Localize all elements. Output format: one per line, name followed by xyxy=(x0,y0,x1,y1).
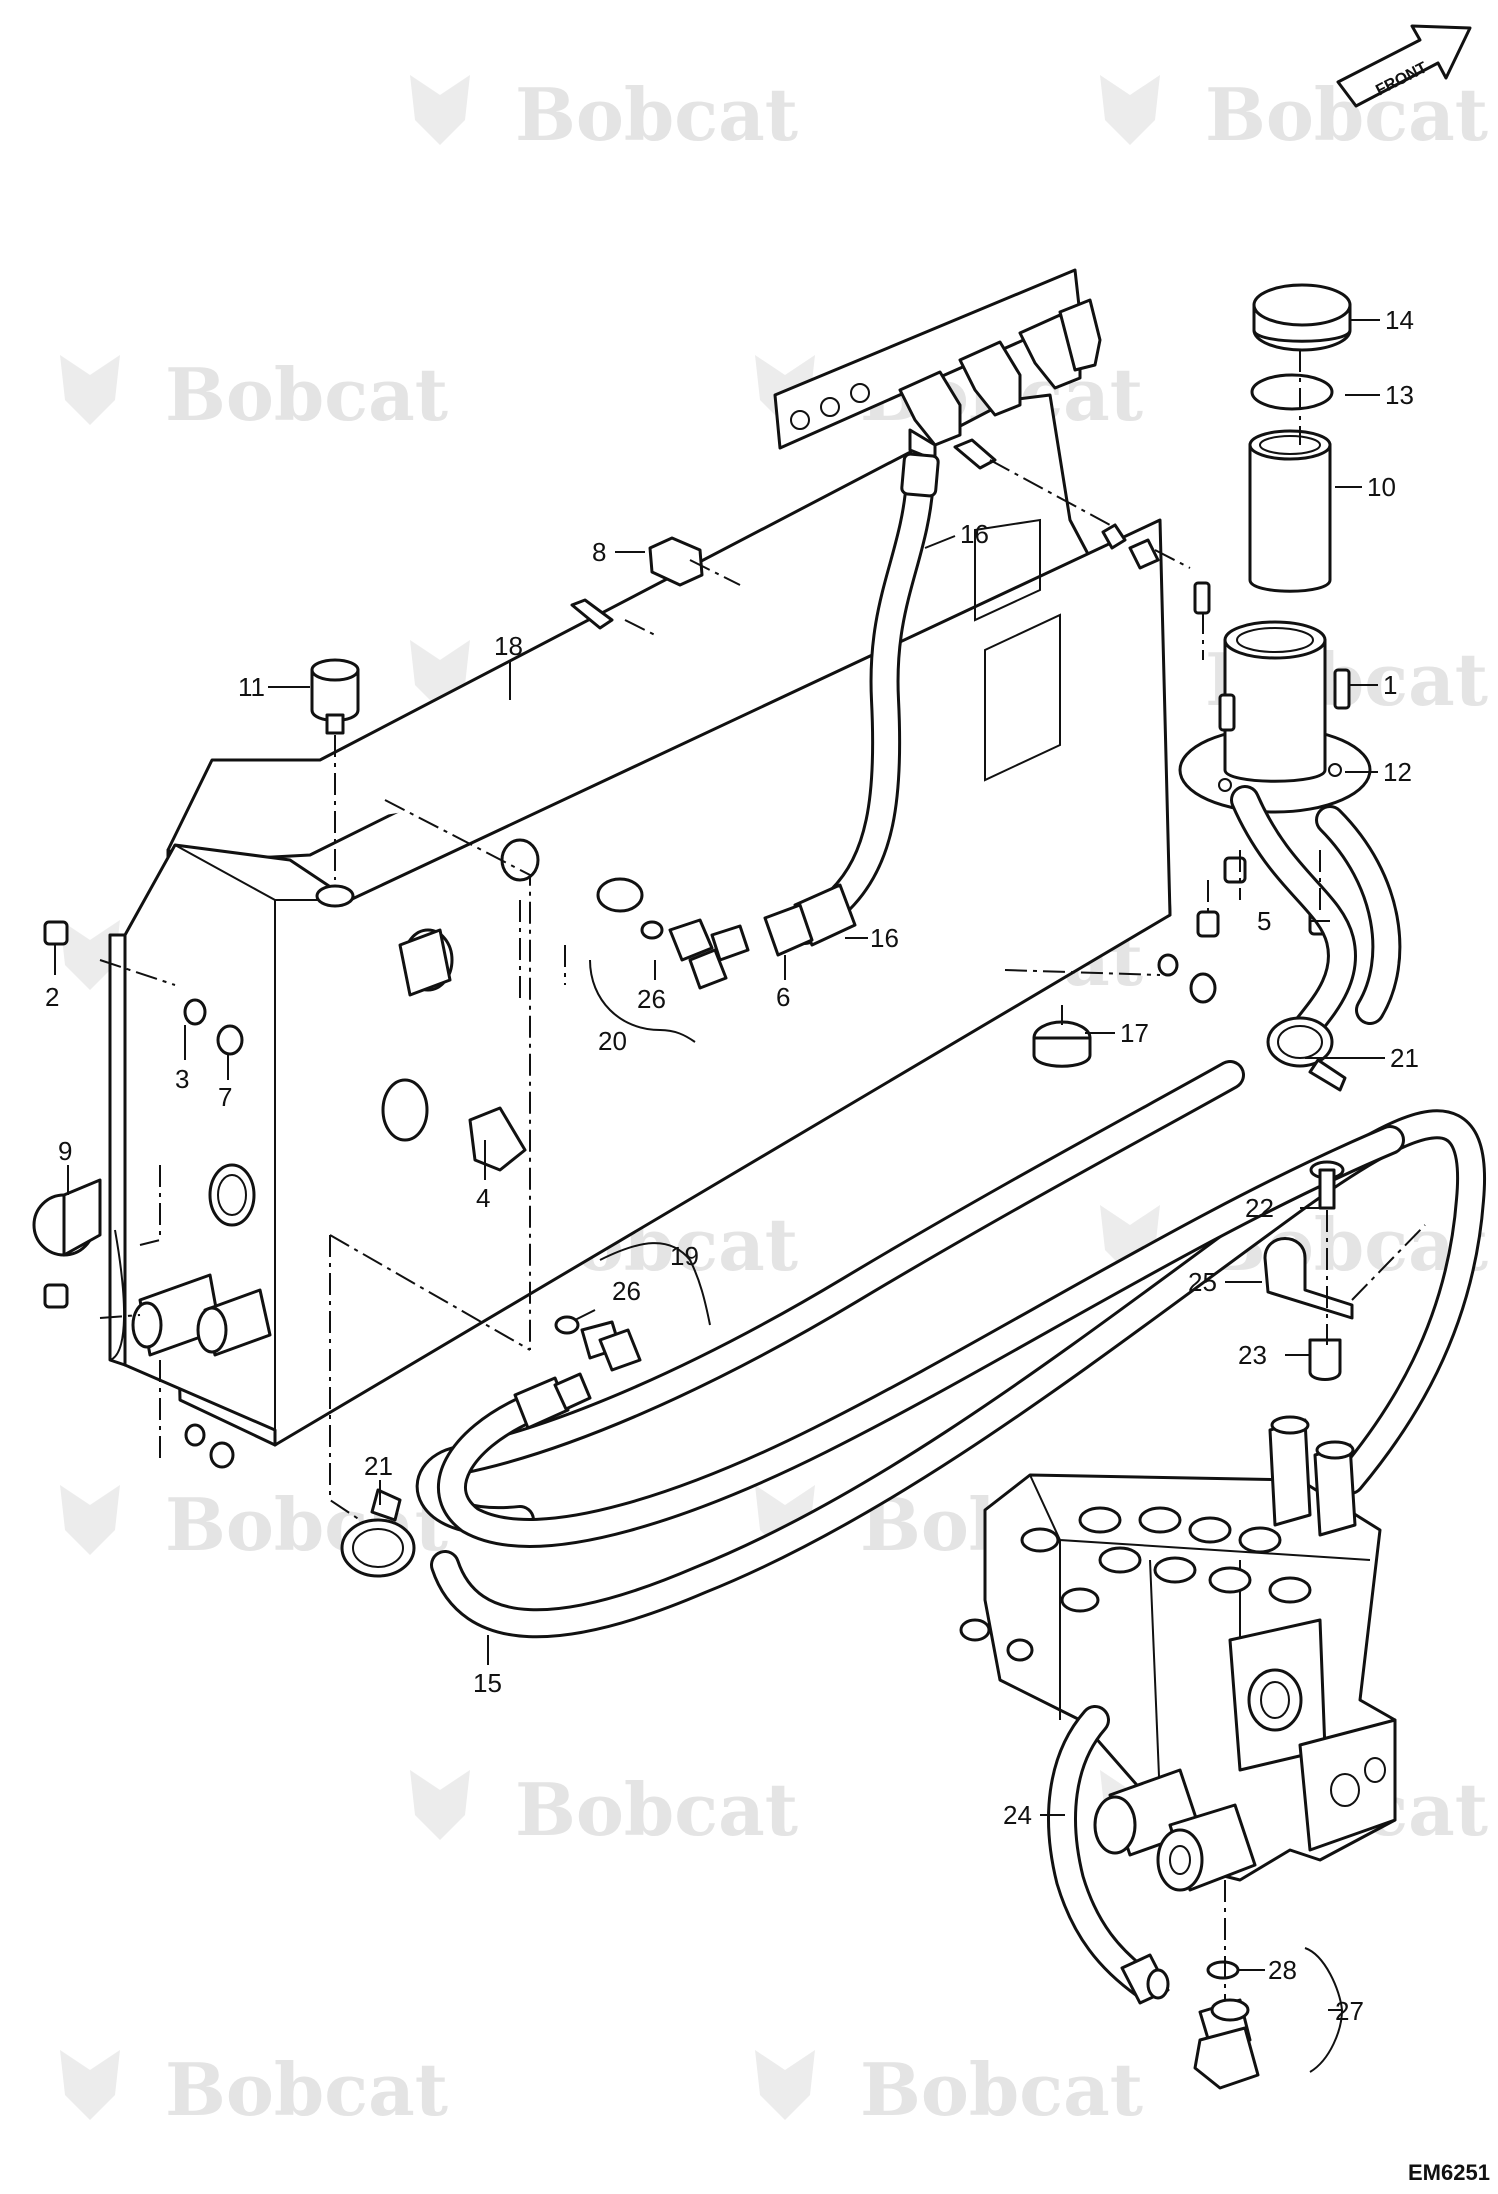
svg-text:Bobcat: Bobcat xyxy=(515,1767,798,1852)
filler-seal-ring xyxy=(1250,373,1334,411)
filler-neck xyxy=(1248,429,1332,593)
callout-labels: 1 2 3 4 5 6 7 8 9 10 11 12 13 14 15 16 1… xyxy=(45,305,1419,2026)
callout-21-left: 21 xyxy=(364,1451,393,1481)
callout-20: 20 xyxy=(598,1026,627,1056)
drain-plug-17 xyxy=(1032,1020,1092,1068)
svg-text:Bobcat: Bobcat xyxy=(860,2047,1143,2132)
callout-26-lower: 26 xyxy=(612,1276,641,1306)
watermark: Bobcat xyxy=(165,352,448,437)
watermark: Bobcat xyxy=(515,1767,798,1852)
bulkhead-fitting-plate xyxy=(773,268,1102,462)
hose-24 xyxy=(1047,1705,1170,2005)
return-hose xyxy=(1230,785,1402,1045)
plug-8 xyxy=(648,536,704,587)
callout-16-upper: 16 xyxy=(960,519,989,549)
clip-25 xyxy=(1263,1237,1354,1320)
fitting-27 xyxy=(1193,1998,1260,2090)
callout-19: 19 xyxy=(670,1241,699,1271)
callout-23: 23 xyxy=(1238,1340,1267,1370)
hose-15 xyxy=(415,1060,1487,1639)
callout-leaders xyxy=(54,319,1385,2073)
elbow-fitting-20 xyxy=(596,877,750,990)
control-valve-assembly xyxy=(959,1415,1397,1892)
callout-16-lower: 16 xyxy=(870,923,899,953)
callout-26-upper: 26 xyxy=(637,984,666,1014)
watermark: Bobcat xyxy=(165,2047,448,2132)
svg-text:Bobcat: Bobcat xyxy=(165,352,448,437)
svg-text:Bobcat: Bobcat xyxy=(165,2047,448,2132)
callout-7: 7 xyxy=(218,1082,232,1112)
callout-4: 4 xyxy=(476,1183,490,1213)
breather-11 xyxy=(310,658,360,735)
callout-8: 8 xyxy=(592,537,606,567)
callout-11: 11 xyxy=(238,672,265,702)
fitting-9 xyxy=(32,1178,102,1257)
watermark: Bobcat xyxy=(860,2047,1143,2132)
callout-12: 12 xyxy=(1383,757,1412,787)
callout-1: 1 xyxy=(1383,670,1397,700)
callout-17: 17 xyxy=(1120,1018,1149,1048)
callout-22: 22 xyxy=(1245,1193,1274,1223)
hose-fitting-19 xyxy=(513,1372,592,1430)
callout-14: 14 xyxy=(1385,305,1414,335)
callout-28: 28 xyxy=(1268,1955,1297,1985)
bolt-22 xyxy=(1309,1160,1345,1210)
callout-24: 24 xyxy=(1003,1800,1032,1830)
drawing-reference-code: EM6251 xyxy=(1408,2160,1490,2185)
callout-21-right: 21 xyxy=(1390,1043,1419,1073)
tube-ports xyxy=(131,1273,272,1357)
filler-cap xyxy=(1252,283,1352,352)
callout-27: 27 xyxy=(1335,1996,1364,2026)
watermark: Bobcat xyxy=(515,72,798,157)
callout-9: 9 xyxy=(58,1136,72,1166)
callout-3: 3 xyxy=(175,1064,189,1094)
assembly-centerlines xyxy=(99,350,1426,2000)
callout-2: 2 xyxy=(45,982,59,1012)
callout-25: 25 xyxy=(1188,1267,1217,1297)
callout-15: 15 xyxy=(473,1668,502,1698)
hose-clamp-21 xyxy=(1266,1016,1347,1092)
washer-nut-set xyxy=(43,920,1217,1469)
o-ring-28 xyxy=(1206,1960,1240,1980)
hose-clamp-21-left xyxy=(340,1488,416,1578)
callout-18: 18 xyxy=(494,631,523,661)
hose-16 xyxy=(763,452,940,957)
sight-gauge-4 xyxy=(381,838,540,1172)
callout-5: 5 xyxy=(1257,906,1271,936)
callout-6: 6 xyxy=(776,982,790,1012)
callout-13: 13 xyxy=(1385,380,1414,410)
bolt-fastener xyxy=(570,438,1160,630)
callout-10: 10 xyxy=(1367,472,1396,502)
filler-housing xyxy=(1178,620,1372,814)
nut-23 xyxy=(1308,1338,1342,1381)
svg-text:Bobcat: Bobcat xyxy=(515,72,798,157)
elbow-fitting-19 xyxy=(554,1315,642,1372)
